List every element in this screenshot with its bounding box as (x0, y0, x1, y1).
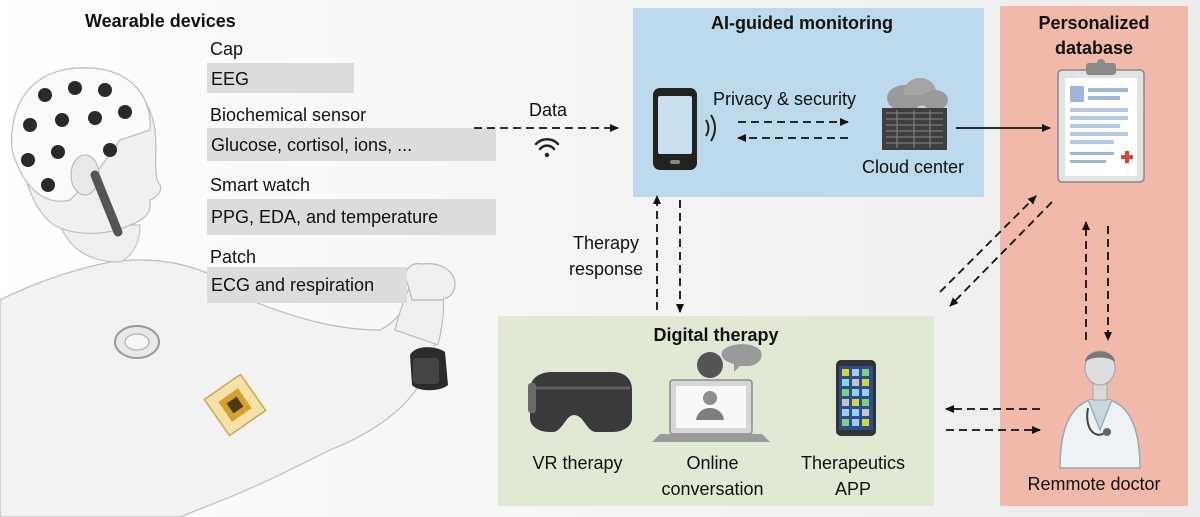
biochemical-sensor-label: Biochemical sensor (210, 105, 367, 125)
database-title-line2: database (1054, 38, 1134, 58)
cloud-server-icon (882, 78, 948, 150)
app-label: APP (834, 479, 872, 499)
doctor-icon (1059, 350, 1141, 469)
wifi-icon (534, 137, 560, 158)
human-figure-illustration (0, 67, 456, 517)
patch-signal-bar (207, 267, 407, 303)
cloud-center-label: Cloud center (862, 157, 965, 177)
ai-monitoring-title: AI-guided monitoring (711, 13, 893, 33)
clipboard-database-icon (1057, 59, 1145, 183)
vr-headset-icon (528, 372, 632, 432)
online-label: Online (686, 453, 739, 473)
digital-therapy-title: Digital therapy (653, 325, 779, 345)
cap-label: Cap (210, 39, 244, 59)
vr-therapy-label: VR therapy (532, 453, 623, 473)
remote-doctor-label: Remmote doctor (1027, 474, 1161, 494)
therapeutics-label: Therapeutics (800, 453, 906, 473)
data-label: Data (529, 100, 568, 120)
biochemical-signal-text: Glucose, cortisol, ions, ... (211, 135, 413, 155)
laptop-conversation-icon (652, 344, 770, 442)
cap-signal-text: EEG (211, 69, 250, 89)
therapeutics-app-icon (836, 360, 876, 436)
therapy-label: Therapy (572, 233, 640, 253)
database-title-line1: Personalized (1038, 13, 1150, 33)
therapy-to-database-arrow (939, 195, 1037, 293)
conversation-label: conversation (661, 479, 764, 499)
smart-watch-signal-text: PPG, EDA, and temperature (211, 207, 439, 227)
biochemical-signal-bar (207, 128, 496, 161)
smart-watch-signal-bar (207, 199, 496, 235)
smart-watch-label: Smart watch (210, 175, 311, 195)
wearable-devices-title: Wearable devices (85, 11, 236, 31)
privacy-security-label: Privacy & security (713, 89, 857, 109)
cap-signal-bar (207, 63, 354, 93)
database-to-therapy-arrow (949, 201, 1053, 307)
patch-label: Patch (210, 247, 257, 267)
smartphone-icon (653, 88, 716, 170)
response-label: response (568, 259, 644, 279)
patch-signal-text: ECG and respiration (211, 275, 375, 295)
